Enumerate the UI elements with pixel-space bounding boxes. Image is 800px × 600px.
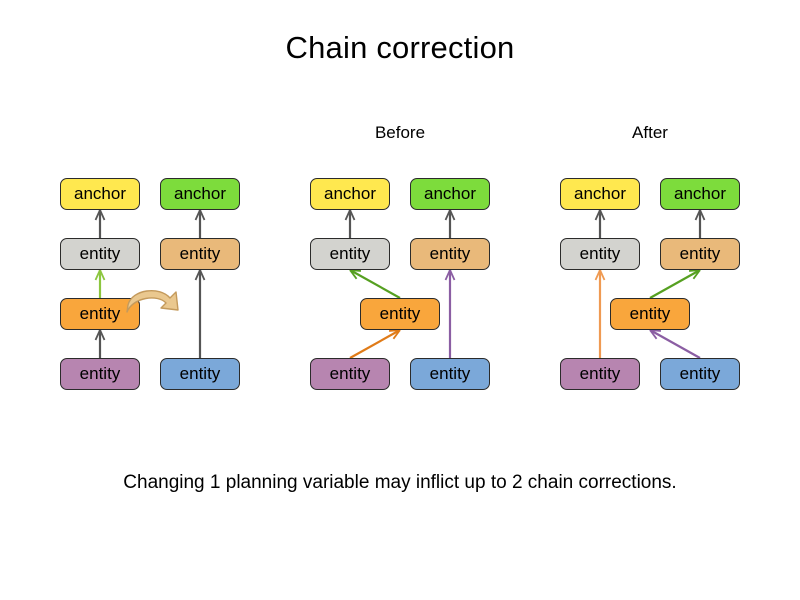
edge-p1-entity-blue-to-p1-entity-tan bbox=[194, 269, 206, 358]
edge-p3-entity-grey-to-p3-anchor-left bbox=[594, 209, 606, 238]
node-p3-entity-orange[interactable]: entity bbox=[610, 298, 690, 330]
node-label: entity bbox=[79, 304, 121, 323]
node-label: anchor bbox=[574, 184, 626, 203]
node-p3-entity-grey[interactable]: entity bbox=[560, 238, 640, 270]
node-label: anchor bbox=[674, 184, 726, 203]
node-label: entity bbox=[179, 244, 221, 263]
edge-p2-entity-orange-to-p2-entity-grey bbox=[349, 269, 401, 299]
node-p1-anchor-right[interactable]: anchor bbox=[160, 178, 240, 210]
node-p3-entity-purple[interactable]: entity bbox=[560, 358, 640, 390]
node-label: entity bbox=[329, 244, 371, 263]
node-label: entity bbox=[429, 364, 471, 383]
node-p2-entity-purple[interactable]: entity bbox=[310, 358, 390, 390]
node-p1-entity-orange[interactable]: entity bbox=[60, 298, 140, 330]
edge-p2-entity-blue-to-p2-entity-tan bbox=[444, 269, 456, 358]
node-label: entity bbox=[429, 244, 471, 263]
node-p3-anchor-right[interactable]: anchor bbox=[660, 178, 740, 210]
node-p1-entity-grey[interactable]: entity bbox=[60, 238, 140, 270]
node-p1-entity-purple[interactable]: entity bbox=[60, 358, 140, 390]
node-p3-entity-tan[interactable]: entity bbox=[660, 238, 740, 270]
edge-p2-entity-tan-to-p2-anchor-right bbox=[444, 209, 456, 238]
node-label: entity bbox=[579, 244, 621, 263]
node-p2-entity-tan[interactable]: entity bbox=[410, 238, 490, 270]
caption-text: Changing 1 planning variable may inflict… bbox=[123, 472, 677, 493]
edge-p1-entity-orange-to-p1-entity-grey bbox=[94, 269, 106, 298]
node-p2-entity-orange[interactable]: entity bbox=[360, 298, 440, 330]
node-label: entity bbox=[329, 364, 371, 383]
edge-p3-entity-orange-to-p3-entity-tan bbox=[649, 269, 701, 299]
edge-p3-entity-tan-to-p3-anchor-right bbox=[694, 209, 706, 238]
edge-p1-entity-tan-to-p1-anchor-right bbox=[194, 209, 206, 238]
panel-label-after: After bbox=[632, 123, 668, 142]
edge-p2-entity-grey-to-p2-anchor-left bbox=[344, 209, 356, 238]
node-label: entity bbox=[629, 304, 671, 323]
edge-p3-entity-blue-to-p3-entity-orange bbox=[649, 329, 701, 359]
node-label: entity bbox=[579, 364, 621, 383]
edge-p1-entity-grey-to-p1-anchor-left bbox=[94, 209, 106, 238]
node-label: anchor bbox=[424, 184, 476, 203]
node-p2-entity-grey[interactable]: entity bbox=[310, 238, 390, 270]
edge-p3-entity-purple-to-p3-entity-grey bbox=[594, 269, 606, 358]
node-p3-entity-blue[interactable]: entity bbox=[660, 358, 740, 390]
page-title: Chain correction bbox=[285, 30, 515, 65]
curved-move-arrow-icon bbox=[126, 290, 179, 313]
node-label: anchor bbox=[174, 184, 226, 203]
node-p2-anchor-right[interactable]: anchor bbox=[410, 178, 490, 210]
node-p1-entity-tan[interactable]: entity bbox=[160, 238, 240, 270]
edge-p1-entity-purple-to-p1-entity-orange bbox=[94, 329, 106, 358]
node-label: entity bbox=[379, 304, 421, 323]
node-label: entity bbox=[679, 364, 721, 383]
node-label: anchor bbox=[74, 184, 126, 203]
node-label: anchor bbox=[324, 184, 376, 203]
edge-p2-entity-purple-to-p2-entity-orange bbox=[349, 329, 401, 359]
node-p2-entity-blue[interactable]: entity bbox=[410, 358, 490, 390]
node-p3-anchor-left[interactable]: anchor bbox=[560, 178, 640, 210]
node-label: entity bbox=[79, 364, 121, 383]
node-p1-entity-blue[interactable]: entity bbox=[160, 358, 240, 390]
node-p1-anchor-left[interactable]: anchor bbox=[60, 178, 140, 210]
node-p2-anchor-left[interactable]: anchor bbox=[310, 178, 390, 210]
node-label: entity bbox=[179, 364, 221, 383]
node-label: entity bbox=[79, 244, 121, 263]
panel-label-before: Before bbox=[374, 123, 426, 142]
node-label: entity bbox=[679, 244, 721, 263]
